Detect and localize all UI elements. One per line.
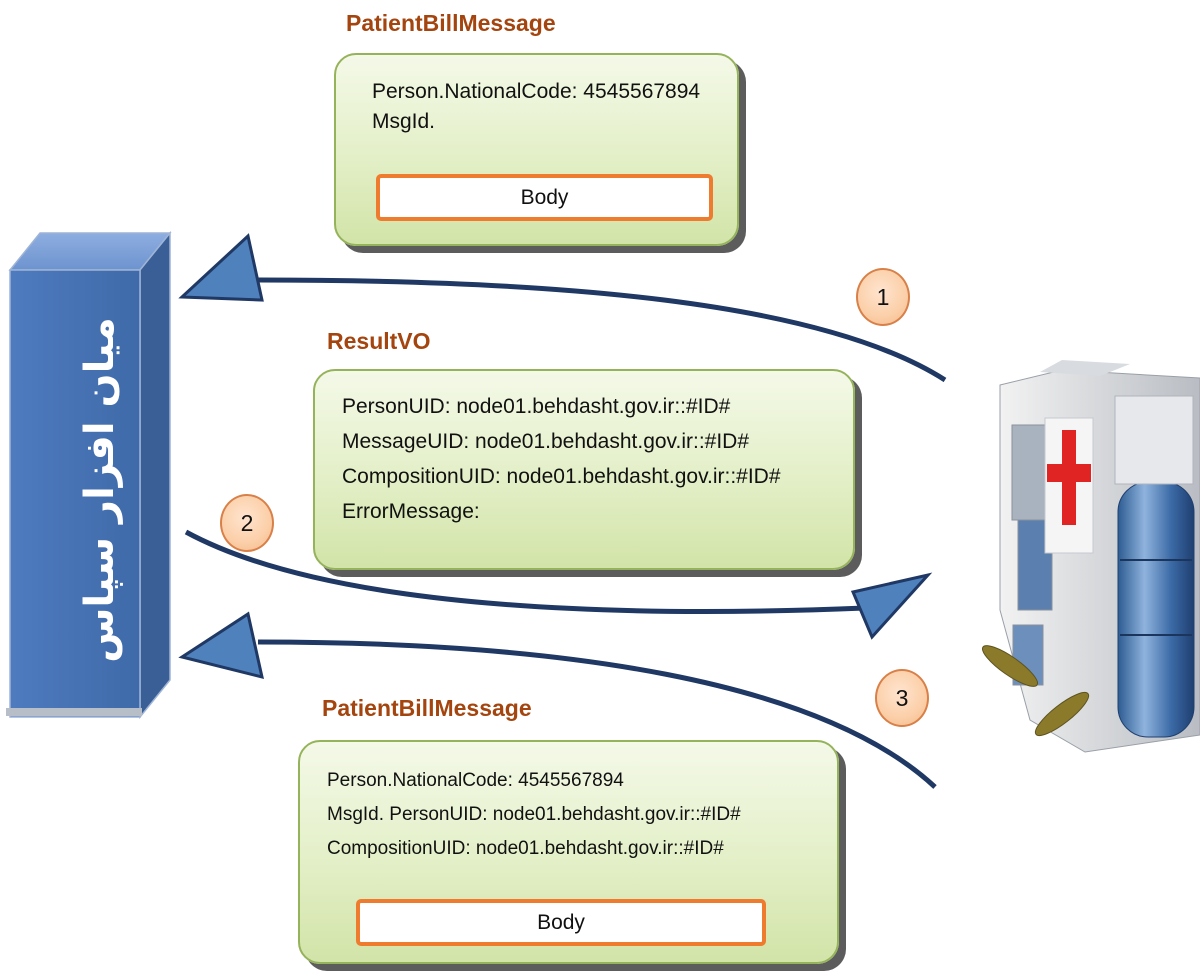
middle-message-line-1: PersonUID: node01.behdasht.gov.ir::#ID# bbox=[342, 395, 731, 418]
bottom-message-title: PatientBillMessage bbox=[322, 695, 532, 721]
bottom-message-body: Body bbox=[356, 899, 766, 946]
middleware-label: میان افزار سپاس bbox=[77, 317, 124, 663]
middle-message-line-4: ErrorMessage: bbox=[342, 500, 480, 523]
bottom-message-line-1: Person.NationalCode: 4545567894 bbox=[327, 770, 624, 791]
step-2-badge: 2 bbox=[220, 494, 274, 552]
middleware-block bbox=[6, 230, 172, 720]
step-1-badge: 1 bbox=[856, 268, 910, 326]
top-message-title: PatientBillMessage bbox=[346, 10, 556, 36]
top-message-line-1: Person.NationalCode: 4545567894 bbox=[372, 80, 701, 103]
top-message-line-2: MsgId. bbox=[372, 110, 436, 133]
bottom-message-box: Person.NationalCode: 4545567894 MsgId. P… bbox=[298, 740, 839, 964]
arrow-step-3 bbox=[178, 611, 937, 789]
step-3-badge: 3 bbox=[875, 669, 929, 727]
bottom-message-line-3: CompositionUID: node01.behdasht.gov.ir::… bbox=[327, 838, 724, 859]
middle-message-line-3: CompositionUID: node01.behdasht.gov.ir::… bbox=[342, 465, 781, 488]
bottom-message-line-2: MsgId. PersonUID: node01.behdasht.gov.ir… bbox=[327, 804, 741, 825]
top-message-box: Person.NationalCode: 4545567894 MsgId. B… bbox=[334, 53, 739, 246]
top-message-body: Body bbox=[376, 174, 713, 221]
middleware-label-wrap: میان افزار سپاس bbox=[48, 317, 152, 663]
middle-message-title: ResultVO bbox=[327, 328, 431, 354]
arrow-step-2 bbox=[184, 529, 933, 640]
middle-message-box: PersonUID: node01.behdasht.gov.ir::#ID# … bbox=[313, 369, 855, 570]
arrow-step-1 bbox=[178, 233, 947, 383]
hospital-building-icon bbox=[981, 360, 1200, 753]
middle-message-line-2: MessageUID: node01.behdasht.gov.ir::#ID# bbox=[342, 430, 750, 453]
